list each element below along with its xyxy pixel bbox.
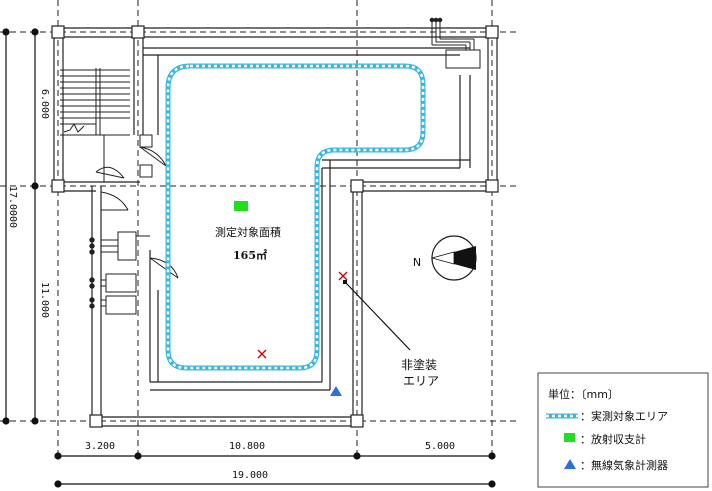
legend-radiometer-swatch [564, 433, 575, 442]
legend: 単位：〔mm〕 ：実測対象エリア ：放射収支計 ：無線気象計測器 [537, 372, 709, 488]
legend-measurement-area: ：実測対象エリア [580, 409, 668, 423]
dim-top-left-vertical: 6.000 [39, 89, 50, 119]
legend-weather-swatch [564, 459, 576, 469]
dim-bottom-total: 19.000 [232, 470, 268, 481]
staircase [60, 68, 130, 182]
measured-area-title: 測定対象面積 [215, 225, 281, 239]
dim-bottom-segment-1: 3.200 [85, 441, 115, 452]
unpainted-label-line1: 非塗装 [401, 357, 437, 372]
doors-and-fixtures [89, 134, 179, 315]
measurement-area-outline [165, 63, 426, 371]
north-arrow-icon [430, 235, 477, 281]
dim-lower-left-vertical: 11.000 [39, 282, 50, 318]
radiometer-marker [234, 201, 248, 211]
unpainted-label-line2: エリア [403, 374, 439, 388]
reference-gridlines [0, 0, 520, 455]
painted-cross-marker [257, 349, 267, 359]
dim-bottom-segment-3: 5.000 [425, 441, 455, 452]
dim-bottom-segment-2: 10.800 [229, 441, 265, 452]
weather-station-marker [330, 386, 342, 396]
north-label: N [413, 256, 421, 269]
rooftop-equipment [429, 17, 481, 69]
unpainted-leader-line [343, 280, 411, 351]
columns [51, 25, 499, 428]
vertical-dimensions [2, 28, 39, 425]
horizontal-dimensions [54, 452, 496, 488]
unpainted-cross-marker [338, 271, 348, 281]
legend-unit-label: 単位：〔mm〕 [548, 387, 619, 401]
legend-radiometer: ：放射収支計 [580, 432, 646, 446]
dim-total-vertical: 17.0000 [7, 186, 18, 228]
measured-area-value: 165㎡ [233, 248, 267, 262]
legend-weather-station: ：無線気象計測器 [580, 458, 668, 472]
